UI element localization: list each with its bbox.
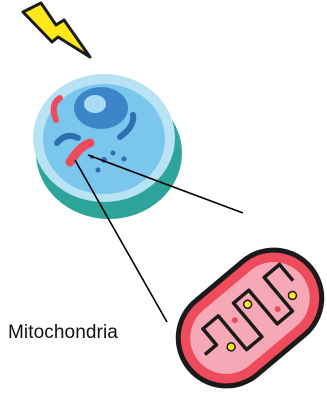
lightning-bolt-icon — [23, 3, 90, 57]
mitochondria-label: Mitochondria — [8, 322, 118, 344]
mitochondrion-icon — [159, 230, 327, 405]
cell-icon — [33, 74, 182, 219]
